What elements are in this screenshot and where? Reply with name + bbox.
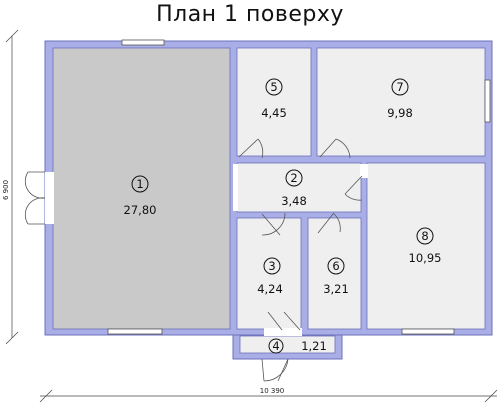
height-dimension: 6 900 <box>2 180 10 200</box>
room-5-area: 4,45 <box>261 106 287 120</box>
vestibule-opening <box>264 328 302 336</box>
entrance-opening <box>45 172 54 224</box>
room-3-area: 4,24 <box>257 282 283 296</box>
room-1-area: 27,80 <box>124 203 157 217</box>
room-4-area: 1,21 <box>301 339 327 353</box>
room-8 <box>366 162 486 330</box>
room-8-number: 8 <box>421 229 428 243</box>
room-6-area: 3,21 <box>323 282 349 296</box>
room-5 <box>236 47 312 157</box>
room-5-number: 5 <box>270 80 277 94</box>
room-3-number: 3 <box>268 259 275 273</box>
dimension-lines <box>5 29 498 403</box>
room-8-area: 10,95 <box>409 251 442 265</box>
room-circles <box>131 78 434 354</box>
hall-opening-left <box>233 164 238 211</box>
room-1 <box>52 47 231 330</box>
room-7-number: 7 <box>396 80 403 94</box>
room-2-area: 3,48 <box>281 194 307 208</box>
doors <box>24 138 363 382</box>
hall-opening-right <box>360 164 368 178</box>
room-7-area: 9,98 <box>387 106 413 120</box>
room-2-number: 2 <box>290 171 297 185</box>
room-4-number: 4 <box>272 339 279 353</box>
room-6-number: 6 <box>332 259 339 273</box>
plan-title: План 1 поверху <box>156 2 344 27</box>
windows <box>107 39 491 335</box>
width-dimension: 10 390 <box>260 387 285 395</box>
room-7 <box>316 47 486 157</box>
room-1-number: 1 <box>136 177 143 191</box>
